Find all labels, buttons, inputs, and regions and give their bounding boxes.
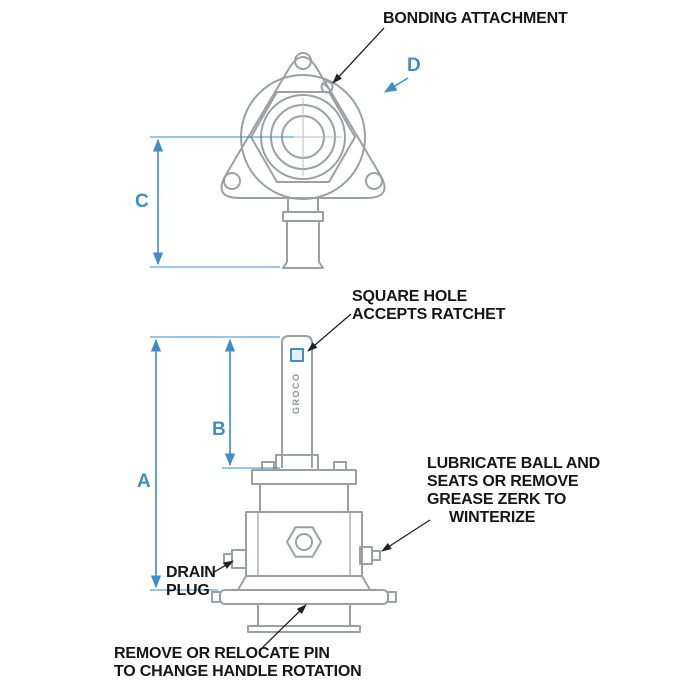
upper-body — [259, 483, 349, 513]
base-flange — [219, 589, 389, 605]
cap-bolt-right — [333, 461, 347, 471]
dimension-lines — [150, 77, 409, 591]
flange-bolt-right — [387, 591, 397, 603]
label-line: TO CHANGE HANDLE ROTATION — [114, 663, 362, 680]
bolt-hole-right — [365, 172, 383, 190]
label-line: ACCEPTS RATCHET — [352, 306, 506, 323]
bolt-hole-top — [294, 52, 312, 70]
drain-plug — [231, 549, 247, 569]
top-view — [220, 52, 386, 269]
lubricate-leader — [381, 519, 431, 552]
dim-a-label: A — [137, 471, 151, 492]
grease-zerk-tip — [371, 550, 381, 561]
label-line: GREASE ZERK TO — [427, 491, 567, 508]
front-hex-nut — [286, 526, 322, 558]
square-hole — [290, 348, 304, 362]
side-view — [211, 335, 397, 633]
top-cap — [251, 469, 357, 485]
body-flare-right — [361, 575, 371, 591]
dim-d-leader — [383, 77, 409, 93]
rotation-label: REMOVE OR RELOCATE PIN TO CHANGE HANDLE … — [114, 645, 362, 681]
label-line: SEATS OR REMOVE — [427, 473, 579, 490]
square-hole-leader — [307, 313, 352, 352]
lubricate-label: LUBRICATE BALL AND SEATS OR REMOVE GREAS… — [427, 455, 600, 527]
square-hole-label: SQUARE HOLE ACCEPTS RATCHET — [352, 288, 505, 324]
label-line: DRAIN — [166, 564, 216, 581]
front-nut-port — [295, 533, 313, 551]
brand-label: GROCO — [291, 372, 301, 414]
dim-b-label: B — [212, 419, 226, 440]
bolt-hole-left — [223, 172, 241, 190]
rotation-leader — [262, 604, 307, 648]
cap-bolt-left — [261, 461, 275, 471]
flange-bolt-left — [211, 591, 221, 603]
bonding-leader — [332, 27, 385, 84]
flange-triangle — [220, 56, 386, 199]
body-flare-left — [237, 575, 247, 591]
label-line: WINTERIZE — [449, 509, 536, 526]
neck-hex — [287, 197, 319, 213]
leader-lines — [213, 27, 431, 648]
neck-collar — [282, 211, 324, 222]
label-line: PLUG — [166, 582, 210, 599]
drain-plug-label: DRAIN PLUG — [166, 564, 216, 600]
label-line: REMOVE OR RELOCATE PIN — [114, 645, 330, 662]
label-line: LUBRICATE BALL AND — [427, 455, 600, 472]
bonding-screw-slot — [322, 82, 332, 92]
label-line: SQUARE HOLE — [352, 288, 468, 305]
base-lip — [247, 625, 361, 633]
drain-leader — [213, 560, 234, 573]
dim-d-label: D — [407, 55, 421, 76]
handle — [281, 335, 313, 468]
bonding-screw — [320, 80, 334, 94]
bonding-attachment-label: BONDING ATTACHMENT — [383, 10, 568, 27]
dim-c-label: C — [135, 191, 149, 212]
valve-body — [245, 511, 363, 577]
outlet-pipe — [282, 221, 324, 269]
